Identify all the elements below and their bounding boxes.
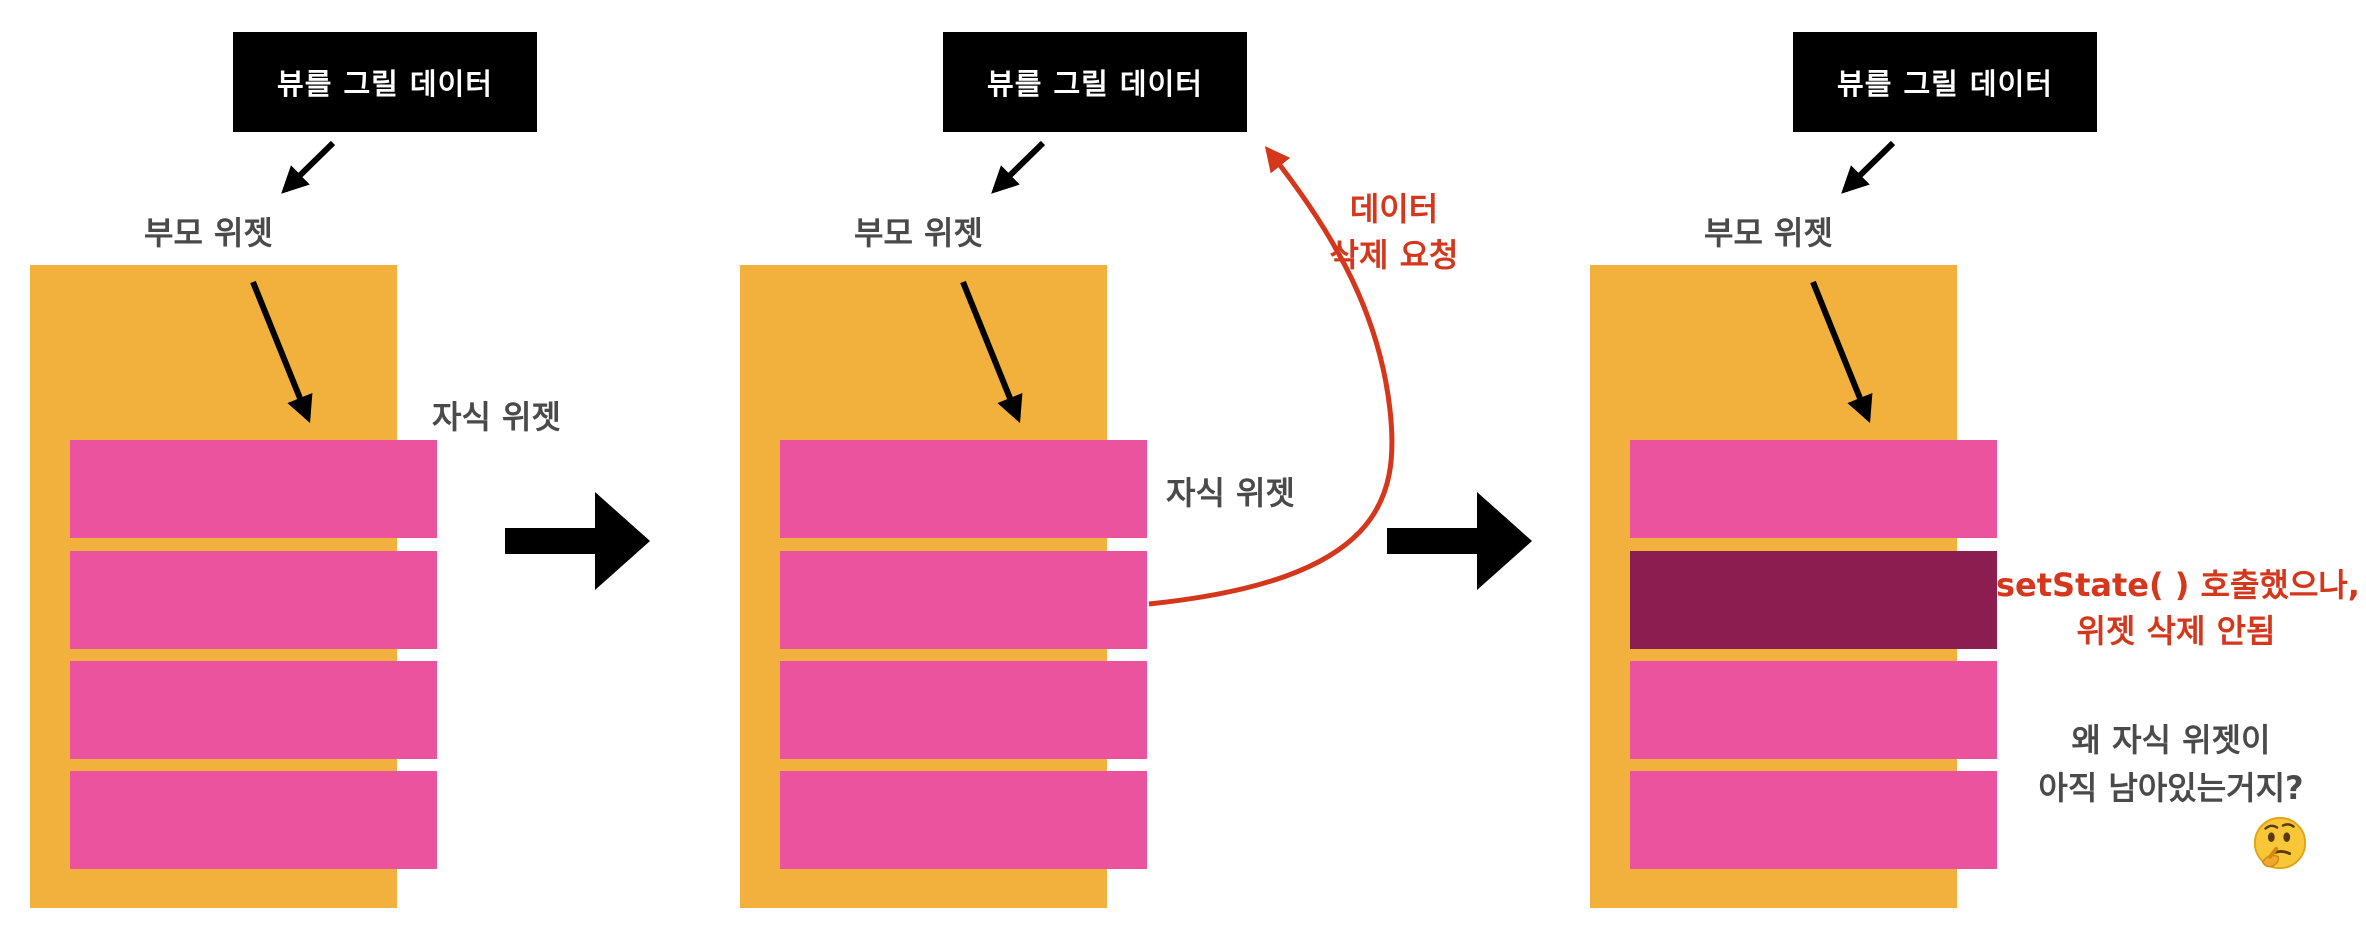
child-widget-label: 자식 위젯 [1166,474,1295,512]
panel-delete-request: 뷰를 그릴 데이터 부모 위젯 자식 위젯 데이터 삭제 요청 [710,0,1458,926]
child-widget-unremoved [1630,551,1997,649]
parent-widget [30,265,437,908]
panel-initial: 뷰를 그릴 데이터 부모 위젯 자식 위젯 [0,0,740,926]
setstate-result-line-1: setState( ) 호출했으나, [1996,566,2360,604]
child-widget-label: 자식 위젯 [432,398,561,436]
child-widget [1630,440,1997,538]
delete-request-line-2: 삭제 요청 [1329,236,1459,274]
child-widget [780,771,1147,869]
question-line-1: 왜 자식 위젯이 [2071,721,2271,759]
delete-request-line-1: 데이터 [1349,190,1439,228]
view-data-box: 뷰를 그릴 데이터 [1793,32,2097,132]
view-data-box: 뷰를 그릴 데이터 [943,32,1247,132]
question-label: 왜 자식 위젯이 아직 남아있는거지? [2006,716,2336,812]
child-widget [780,551,1147,649]
parent-widget [740,265,1147,908]
parent-widget-label: 부모 위젯 [1704,214,1833,252]
panel-result: 뷰를 그릴 데이터 부모 위젯 setState( ) 호출했으나, 위젯 삭제… [1560,0,2366,926]
thinking-face-icon [2253,816,2307,870]
question-line-2: 아직 남아있는거지? [2038,769,2304,807]
child-widget [70,661,437,759]
child-widget [70,551,437,649]
setstate-result-label: setState( ) 호출했으나, 위젯 삭제 안됨 [1996,562,2360,654]
child-widget [780,440,1147,538]
child-widget [1630,771,1997,869]
child-widget [70,440,437,538]
parent-widget-label: 부모 위젯 [854,214,983,252]
parent-widget [1590,265,1997,908]
setstate-result-line-2: 위젯 삭제 안됨 [2076,612,2276,650]
child-widget [70,771,437,869]
child-widget [1630,661,1997,759]
delete-request-label: 데이터 삭제 요청 [1324,186,1464,278]
view-data-box: 뷰를 그릴 데이터 [233,32,537,132]
child-widget [780,661,1147,759]
parent-widget-label: 부모 위젯 [144,214,273,252]
